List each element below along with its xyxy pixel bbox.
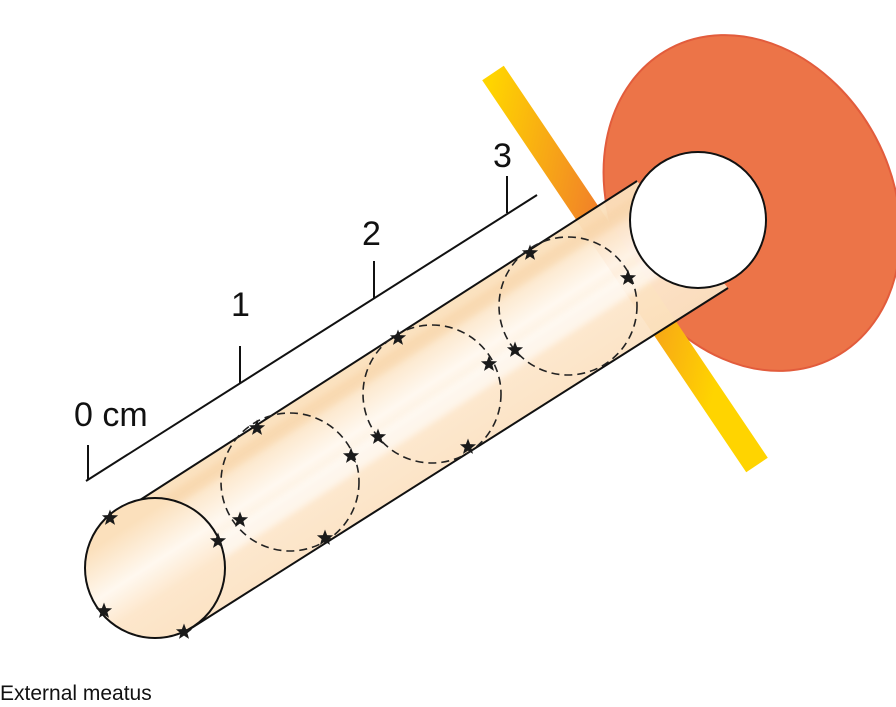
scale-label-2: 2 xyxy=(362,215,381,253)
canal-shade xyxy=(136,189,654,526)
star-marker xyxy=(480,355,498,371)
canal-inner-end xyxy=(629,151,767,289)
marker-group xyxy=(95,244,637,639)
caption-external-meatus: External meatus xyxy=(0,682,152,705)
canal-entrance xyxy=(84,497,226,639)
canal-bottom-edge xyxy=(181,287,729,635)
star-marker xyxy=(95,602,113,618)
star-marker xyxy=(209,532,227,548)
star-marker xyxy=(248,419,266,435)
canal-highlight xyxy=(164,233,696,590)
star-marker xyxy=(231,511,249,527)
star-marker xyxy=(316,529,334,545)
star-marker xyxy=(389,329,407,345)
star-marker xyxy=(101,509,119,525)
star-marker xyxy=(369,428,387,444)
scale-label-3: 3 xyxy=(493,137,512,175)
cross-section-ring xyxy=(362,324,502,464)
star-marker xyxy=(342,447,360,463)
scale-label-0: 0 cm xyxy=(74,396,148,434)
star-marker xyxy=(521,244,539,260)
scale-bar xyxy=(85,194,538,482)
star-marker xyxy=(175,623,193,639)
canal-top-edge xyxy=(111,180,638,519)
cross-section-ring xyxy=(498,236,638,376)
star-marker xyxy=(619,269,637,285)
star-marker xyxy=(506,341,524,357)
scale-label-1: 1 xyxy=(231,286,250,324)
star-marker xyxy=(459,438,477,454)
cross-section-ring xyxy=(220,412,360,552)
